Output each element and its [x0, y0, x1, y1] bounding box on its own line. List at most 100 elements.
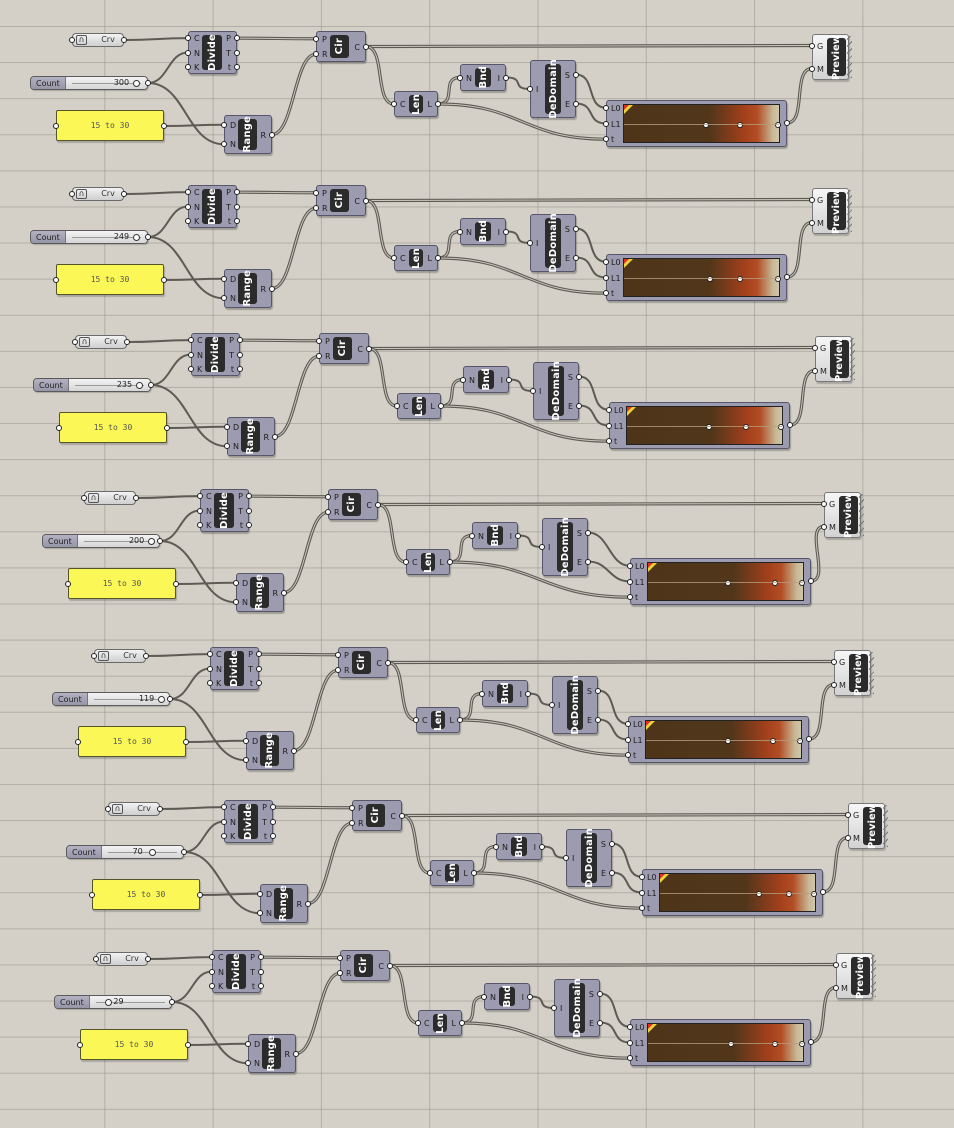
row5-range-component-output-R[interactable]: R: [282, 746, 288, 756]
row2-gradient-stop-1[interactable]: [707, 276, 714, 282]
row6-slider-knob[interactable]: [148, 849, 156, 856]
row2-circle-component-input-grip[interactable]: [313, 189, 319, 196]
row1-divide-component-input-grip[interactable]: [185, 49, 191, 56]
row3-divide-component-output-P[interactable]: P: [229, 336, 234, 346]
row1-divide-component-input-grip[interactable]: [185, 63, 191, 70]
panel-input-grip[interactable]: [56, 425, 62, 431]
crv-output-grip[interactable]: [143, 653, 149, 659]
row3-slider-knob[interactable]: [135, 382, 143, 389]
row6-dedomain-component-output-E[interactable]: E: [600, 868, 606, 878]
row2-divide-component-output-P[interactable]: P: [226, 188, 231, 198]
gradient-input-grip[interactable]: [603, 136, 609, 143]
gradient-input-grip[interactable]: [639, 905, 645, 912]
crv-output-grip[interactable]: [133, 495, 139, 501]
panel-input-grip[interactable]: [77, 1042, 83, 1048]
row5-length-component-output-grip[interactable]: [457, 717, 463, 723]
row6-gradient-stop-2[interactable]: [785, 891, 792, 897]
row6-divide-component-output-grip[interactable]: [270, 818, 276, 825]
row5-gradient-input-L0[interactable]: L0: [633, 719, 643, 729]
row7-domain-panel[interactable]: 15 to 30: [80, 1029, 188, 1060]
row5-slider-knob[interactable]: [157, 696, 165, 703]
panel-output-grip[interactable]: [161, 123, 167, 129]
row1-circle-component-input-grip[interactable]: [313, 35, 319, 42]
gradient-output-grip[interactable]: [808, 578, 814, 584]
row2-circle-component-output-grip[interactable]: [363, 197, 369, 204]
row5-preview-input-G[interactable]: G: [839, 657, 846, 667]
row6-length-component-input-C[interactable]: C: [436, 869, 442, 878]
row2-length-component-input-C[interactable]: C: [400, 254, 406, 263]
row4-slider-knob[interactable]: [147, 538, 155, 545]
row2-range-component-output-R[interactable]: R: [260, 284, 266, 294]
row4-bounds-component-output-I[interactable]: I: [509, 531, 512, 541]
preview-input-grip[interactable]: [809, 42, 815, 49]
row7-dedomain-component-input-I[interactable]: I: [560, 1004, 563, 1013]
row4-divide-component-input-K[interactable]: K: [206, 520, 212, 530]
panel-input-grip[interactable]: [75, 739, 81, 745]
row6-divide-component-input-N[interactable]: N: [230, 817, 236, 827]
preview-input-grip[interactable]: [821, 523, 827, 530]
row4-divide-component-output-grip[interactable]: [246, 507, 252, 514]
row2-divide-component-input-N[interactable]: N: [194, 202, 200, 212]
crv-input-grip[interactable]: [105, 806, 111, 812]
row2-bounds-component-input-grip[interactable]: [457, 228, 463, 235]
gradient-input-grip[interactable]: [603, 290, 609, 297]
row2-gradient-stop-2[interactable]: [737, 276, 744, 282]
row6-circle-component-input-R[interactable]: R: [358, 819, 364, 829]
crv-output-grip[interactable]: [121, 37, 127, 43]
row3-gradient-input-t[interactable]: t: [614, 437, 618, 447]
row5-circle-component-input-grip[interactable]: [335, 651, 341, 658]
row4-circle-component-input-grip[interactable]: [325, 493, 331, 500]
row7-divide-component-output-grip[interactable]: [258, 968, 264, 975]
row5-circle-component-output-C[interactable]: C: [376, 658, 382, 668]
panel-input-grip[interactable]: [65, 581, 71, 587]
row7-dedomain-component-output-S[interactable]: S: [588, 989, 594, 999]
crv-input-grip[interactable]: [81, 495, 87, 501]
gradient-input-grip[interactable]: [603, 104, 609, 111]
row7-divide-component-input-grip[interactable]: [209, 982, 215, 989]
row4-gradient-input-t[interactable]: t: [635, 593, 639, 603]
panel-output-grip[interactable]: [161, 277, 167, 283]
row3-slider-track[interactable]: 235: [68, 379, 150, 391]
row3-length-component-input-grip[interactable]: [394, 403, 400, 409]
row2-divide-component-output-grip[interactable]: [234, 189, 240, 196]
row6-bounds-component-input-grip[interactable]: [493, 843, 499, 850]
gradient-input-grip[interactable]: [627, 594, 633, 601]
crv-input-grip[interactable]: [93, 956, 99, 962]
row1-divide-component-output-P[interactable]: P: [226, 34, 231, 44]
row1-bounds-component-input-N[interactable]: N: [466, 73, 472, 83]
row4-bounds-component-input-N[interactable]: N: [478, 531, 484, 541]
row7-gradient-input-t[interactable]: t: [635, 1054, 639, 1064]
gradient-output-grip[interactable]: [808, 1039, 814, 1045]
row7-divide-component-output-P[interactable]: P: [250, 953, 255, 963]
row3-range-component-output-R[interactable]: R: [263, 432, 269, 442]
row5-range-component-input-N[interactable]: N: [252, 756, 258, 766]
row6-bounds-component-output-I[interactable]: I: [533, 842, 536, 852]
row2-gradient-input-L1[interactable]: L1: [611, 273, 621, 283]
row4-slider-track[interactable]: 200: [77, 535, 159, 547]
row6-length-component-input-grip[interactable]: [427, 870, 433, 876]
row5-dedomain-component-output-E[interactable]: E: [586, 715, 592, 725]
row5-divide-component-input-grip[interactable]: [207, 651, 213, 658]
row7-gradient-input-L0[interactable]: L0: [635, 1022, 645, 1032]
row4-circle-component-input-P[interactable]: P: [334, 492, 339, 502]
row4-circle-component-input-R[interactable]: R: [334, 508, 340, 518]
row3-length-component-output-grip[interactable]: [438, 403, 444, 409]
row3-divide-component-input-C[interactable]: C: [197, 336, 203, 346]
row7-curve-param[interactable]: ∩Crv: [96, 952, 148, 966]
